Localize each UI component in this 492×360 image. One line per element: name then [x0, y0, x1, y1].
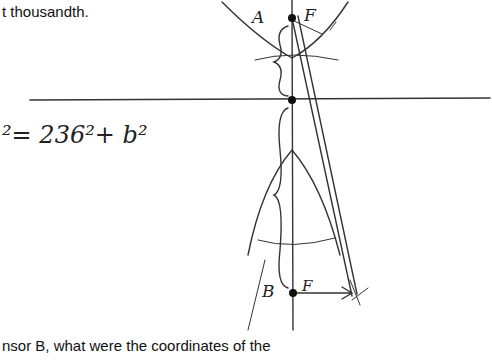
center-dot [288, 96, 296, 104]
handwritten-equation: ²= 236²+ b² [2, 122, 148, 148]
arc-mark [255, 55, 338, 60]
arc-mark [258, 238, 335, 245]
point-label: B [262, 282, 275, 301]
x-axis [30, 98, 490, 100]
focal-line [298, 16, 357, 294]
y-axis [292, 0, 293, 330]
point-label: F [304, 6, 316, 25]
scribble [350, 280, 368, 305]
brace [274, 26, 288, 96]
hyperbola-branch [222, 2, 348, 58]
brace [274, 108, 288, 288]
focus-dot [288, 14, 296, 22]
hyperbola-branch [248, 150, 340, 255]
point-label: F [302, 278, 312, 295]
focus-dot [289, 289, 297, 297]
point-label: A [252, 8, 264, 27]
worksheet-text: nsor B, what were the coordinates of the [2, 338, 270, 355]
worksheet-text: t thousandth. [2, 4, 89, 21]
focal-line [292, 18, 352, 296]
